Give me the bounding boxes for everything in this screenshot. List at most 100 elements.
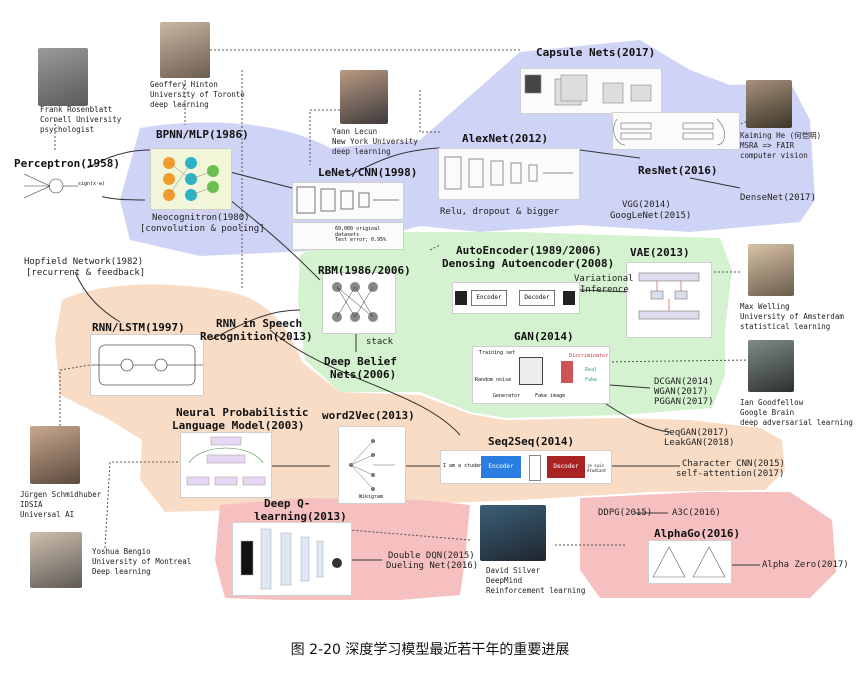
bpnn-figure [150,148,232,210]
generative-region [298,232,732,418]
node-nplm: Neural Probabilistic [176,406,309,419]
node-dbn: Deep Belief [324,355,397,368]
photo-he [746,80,792,128]
node-alphazero: Alpha Zero(2017) [762,560,849,570]
photo-lecun [340,70,388,124]
dash-rnn-gen [429,244,441,251]
seq-in-label: I am a student [443,463,486,469]
gan-training-label: Training set [479,350,516,356]
arrow-resnet-densenet [689,177,741,189]
node-googlenet: GoogLeNet(2015) [610,211,692,221]
gan-noise-label: Random noise [475,377,512,383]
dash-lecun-alexnet [419,90,440,133]
mnist-line2: Test error: 0.95% [335,237,387,243]
node-inference: Inference [580,285,629,295]
node-autoencoder: AutoEncoder(1989/2006) [456,244,602,257]
dash-goodfellow-gan [599,359,751,363]
arrow-gan-seqgan [599,399,671,433]
node-rnn-lstm: RNN/LSTM(1997) [92,321,185,334]
node-wgan: WGAN(2017) [654,387,709,397]
seq-out-label: je suis étudiant [587,463,607,473]
node-word2vec: word2Vec(2013) [322,409,415,422]
node-capsule: Capsule Nets(2017) [536,46,656,59]
node-rnn-speech2: Recognition(2013) [200,330,313,343]
node-dueling-net: Dueling Net(2016) [386,561,479,571]
node-hopfield: Hopfield Network(1982) [24,257,144,267]
node-alexnet-sub: Relu, dropout & bigger [440,207,560,217]
word2vec-figure: Wikigram [338,426,406,504]
person-hinton: Geoffery Hinton University of Toronto de… [150,80,245,109]
person-he: Kaiming He (何恺明) MSRA => FAIR computer v… [740,131,822,160]
resnet-figure [612,112,740,150]
ae-decoder-label: Decoder [519,290,555,306]
gan-figure: Training set Random noise Fake image Gen… [472,346,610,404]
node-dqn: Deep Q- [264,497,311,510]
figure-caption: 图 2-20 深度学习模型最近若干年的重要进展 [290,642,570,658]
node-leakgan: LeakGAN(2018) [664,438,735,448]
arrow-gan-dcgan [609,384,651,389]
node-hopfield-sub: [recurrent & feedback] [26,268,146,278]
photo-bengio [30,532,82,588]
node-pggan: PGGAN(2017) [654,397,714,407]
gan-generator-label: Generator [493,393,521,399]
node-perceptron: Perceptron(1958) [14,157,120,170]
node-dcgan: DCGAN(2014) [654,377,714,387]
node-vgg: VGG(2014) [622,200,671,210]
ae-encoder-label: Encoder [471,290,507,306]
photo-hinton [160,22,210,78]
node-ddpg: DDPG(2015) [598,508,653,518]
node-alexnet: AlexNet(2012) [462,132,549,145]
node-selfatt: self-attention(2017) [676,469,785,479]
alphago-figure [648,540,732,584]
perceptron-figure: sign(x·w) [20,168,106,204]
node-neocognitron: Neocognitron(1980) [152,213,250,223]
node-neocognitron-sub: [convolution & pooling] [140,224,265,234]
gan-fakeimg-label: Fake image [535,393,566,399]
dash-bengio-nplm [104,461,180,549]
node-gan: GAN(2014) [514,330,574,343]
arrow-speech-seq2seq [269,329,461,436]
dash-schmidhuber-rnn [59,364,91,430]
node-dae: Denosing Autoencoder(2008) [442,257,615,270]
photo-schmidhuber [30,426,80,484]
rnn-figure [90,334,204,396]
nplm-figure [180,432,272,498]
perceptron-out-label: sign(x·w) [78,181,106,187]
person-rosenblatt: Frank Rosenblatt Cornell University psyc… [40,105,122,134]
dash-lecun-lenet [309,109,340,165]
node-seqgan: SeqGAN(2017) [664,428,730,438]
node-stack: stack [366,337,394,347]
arrow-rnn-speech [209,309,301,341]
person-schmidhuber: Jürgen Schmidhuber IDSIA Universal AI [20,490,102,519]
node-dqn2: learning(2013) [254,510,347,523]
person-goodfellow: Ian Goodfellow Google Brain deep adversa… [740,398,853,427]
mnist-figure: 60,000 original datasets Test error: 0.9… [292,222,404,250]
node-resnet: ResNet(2016) [638,164,718,177]
gan-fake-label: Fake [585,377,598,383]
photo-silver [480,505,546,561]
person-welling: Max Welling University of Amsterdam stat… [740,302,844,331]
node-densenet: DenseNet(2017) [740,193,816,203]
node-seq2seq: Seq2Seq(2014) [488,435,575,448]
node-vae: VAE(2013) [630,246,690,259]
node-double-dqn: Double DQN(2015) [388,551,475,561]
capsule-figure [520,68,662,114]
seq-encoder-box: Encoder [481,456,521,478]
node-alphago: AlphaGo(2016) [654,527,741,540]
node-dbn2: Nets(2006) [330,368,397,381]
seq-decoder-box: Decoder [547,456,585,478]
photo-welling [748,244,794,296]
arrow-alexnet-resnet [579,149,641,159]
node-charcnn: Character CNN(2015) [682,459,785,469]
person-lecun: Yann Lecun New York University deep lear… [332,127,418,156]
node-bpnn: BPNN/MLP(1986) [156,128,249,141]
lenet-figure [292,182,404,220]
seq2seq-figure: I am a student Encoder Decoder je suis é… [440,450,612,484]
autoencoder-figure: Encoder Decoder [452,282,580,314]
vae-figure [626,262,712,338]
arrow-lenet-alexnet [349,147,441,176]
alexnet-figure [438,148,580,200]
rbm-figure [322,272,396,334]
photo-goodfellow [748,340,794,392]
person-bengio: Yoshua Bengio University of Montreal Dee… [92,547,192,576]
